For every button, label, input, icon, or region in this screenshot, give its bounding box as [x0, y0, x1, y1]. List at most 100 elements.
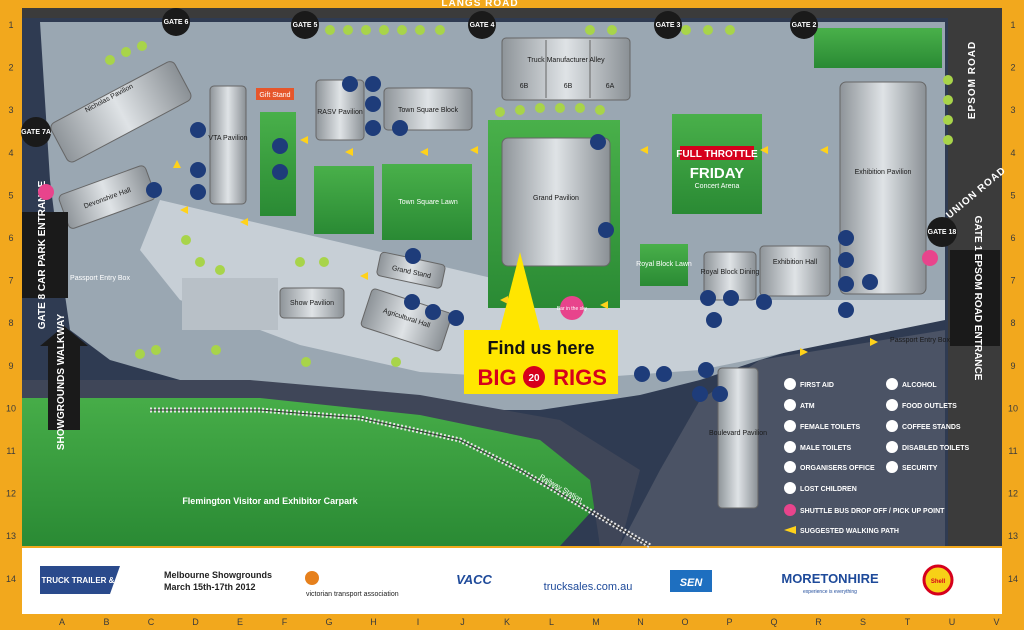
lawn-vta — [260, 112, 296, 216]
legend-lost-children: LOST CHILDREN — [800, 486, 857, 493]
bar-in-the-sky-marker[interactable] — [560, 296, 584, 320]
female-toilets-icon — [365, 76, 381, 92]
sponsor-footer — [22, 548, 1002, 614]
friday-label: FRIDAY — [690, 165, 744, 182]
moreton-hire-tagline: experience is everything — [803, 589, 857, 595]
legend-panel — [620, 330, 945, 546]
grid-col-I: I — [417, 617, 420, 627]
grid-row-2: 2 — [8, 63, 13, 73]
grid-col-N: N — [637, 617, 644, 627]
legend: FIRST AID ATM FEMALE TOILETS MALE TOILET… — [784, 378, 969, 535]
royal-block-lawn — [640, 244, 688, 286]
coffee-stands-icon — [886, 420, 898, 432]
gate-1-entrance[interactable]: GATE 1 EPSOM ROAD ENTRANCE — [950, 216, 1000, 381]
legend-shuttle-bus: SHUTTLE BUS DROP OFF / PICK UP POINT — [800, 508, 945, 515]
trees — [105, 25, 953, 367]
alcohol-icon — [700, 290, 716, 306]
facility-icons[interactable] — [38, 76, 938, 402]
truck-manufacturer-alley — [501, 37, 631, 101]
disabled-toilets-icon — [886, 441, 898, 453]
atm-icon — [784, 399, 796, 411]
grid-row-14: 14 — [1008, 574, 1018, 584]
grid-col-A: A — [59, 617, 65, 627]
organisers-office-icon — [698, 362, 714, 378]
show-pavilion — [279, 287, 345, 319]
trucksales-logo: trucksales.com.au — [544, 581, 633, 593]
full-throttle-banner — [680, 146, 754, 160]
vta-logo-text: victorian transport association — [306, 591, 399, 598]
grid-row-11: 11 — [6, 446, 15, 456]
legend-food-outlets: FOOD OUTLETS — [902, 403, 957, 410]
town-square-block-label: Town Square Block — [398, 107, 458, 114]
gate-6[interactable]: GATE 6 — [162, 8, 190, 36]
grid-col-J: J — [460, 617, 465, 627]
grid-row-3: 3 — [1010, 105, 1015, 115]
grand-pavilion-label: Grand Pavilion — [533, 195, 579, 202]
gift-stand — [256, 88, 294, 100]
langs-road-label: LANGS ROAD — [441, 0, 518, 9]
legend-atm: ATM — [800, 403, 815, 410]
gate-2[interactable]: GATE 2 — [790, 11, 818, 39]
footer-logos[interactable]: TRUCK TRAILER & Melbourne Showgrounds Ma… — [40, 564, 954, 598]
grid-row-5: 5 — [8, 190, 13, 200]
town-square-lawn — [382, 164, 472, 240]
gate-3[interactable]: GATE 3 — [654, 11, 682, 39]
big-text: BIG — [477, 365, 516, 390]
show-pavilion-label: Show Pavilion — [290, 300, 334, 307]
gate-5[interactable]: GATE 5 — [291, 11, 319, 39]
walkway-label: SHOWGROUNDS WALKWAY — [56, 314, 67, 451]
vta-pavilion-label: VTA Pavilion — [208, 135, 247, 142]
gate-4[interactable]: GATE 4 — [468, 11, 496, 39]
grid-row-9: 9 — [1010, 361, 1015, 371]
gate-8-entrance[interactable]: GATE 8 CAR PARK ENTRANCE — [22, 180, 68, 329]
legend-disabled-toilets: DISABLED TOILETS — [902, 445, 969, 452]
shell-logo — [922, 564, 954, 596]
food-outlets-icon — [706, 312, 722, 328]
grid-row-10: 10 — [1008, 403, 1018, 413]
boulevard-pavilion-label: Boulevard Pavilion — [709, 430, 767, 437]
gate-7a[interactable]: GATE 7A — [21, 117, 51, 147]
exhibition-pavilion — [839, 81, 927, 295]
nicholas-pavilion — [50, 61, 192, 163]
gate-18[interactable]: GATE 18 — [927, 217, 957, 247]
passport-entry-right-label: Passport Entry Box — [890, 337, 950, 344]
grid-col-C: C — [148, 617, 155, 627]
concert-arena-label: Concert Arena — [695, 183, 740, 190]
truck-trailer-logo-shape — [40, 566, 120, 594]
grid-row-13: 13 — [6, 531, 16, 541]
event-dates: March 15th-17th 2012 — [164, 582, 256, 592]
disabled-toilets-icon — [365, 120, 381, 136]
grid-col-T: T — [905, 617, 911, 627]
gate-3-label: GATE 3 — [656, 22, 681, 29]
first-aid-icon — [190, 184, 206, 200]
legend-first-aid: FIRST AID — [800, 382, 834, 389]
find-us-callout[interactable]: Find us here BIG 20 RIGS — [464, 252, 618, 394]
grid-col-B: B — [103, 617, 109, 627]
female-toilets-icon — [784, 420, 796, 432]
grid-row-10: 10 — [6, 403, 16, 413]
road-curve — [22, 380, 640, 546]
truck-alley-label: Truck Manufacturer Alley — [527, 57, 605, 64]
brand-number: 20 — [528, 373, 540, 384]
boulevard-pavilion — [717, 367, 759, 509]
alcohol-icon — [272, 164, 288, 180]
grid-row-3: 3 — [8, 105, 13, 115]
organisers-office-icon — [784, 461, 796, 473]
langs-road — [22, 8, 1002, 18]
gate-7a-label: GATE 7A — [21, 129, 51, 136]
showgrounds-walkway[interactable]: SHOWGROUNDS WALKWAY — [40, 314, 88, 451]
carpark-label: Flemington Visitor and Exhibitor Carpark — [182, 496, 358, 506]
grid-col-U: U — [949, 617, 956, 627]
rigs-text: RIGS — [553, 365, 607, 390]
shell-logo-text: Shell — [931, 579, 946, 585]
alcohol-icon — [886, 378, 898, 390]
vta-pavilion — [209, 85, 247, 205]
grid-row-4: 4 — [8, 148, 13, 158]
lost-children-icon — [712, 386, 728, 402]
grid-row-4: 4 — [1010, 148, 1015, 158]
plaza-sw — [182, 278, 278, 330]
grid-row-14: 14 — [6, 574, 16, 584]
grid-row-13: 13 — [1008, 531, 1018, 541]
first-aid-icon — [784, 378, 796, 390]
